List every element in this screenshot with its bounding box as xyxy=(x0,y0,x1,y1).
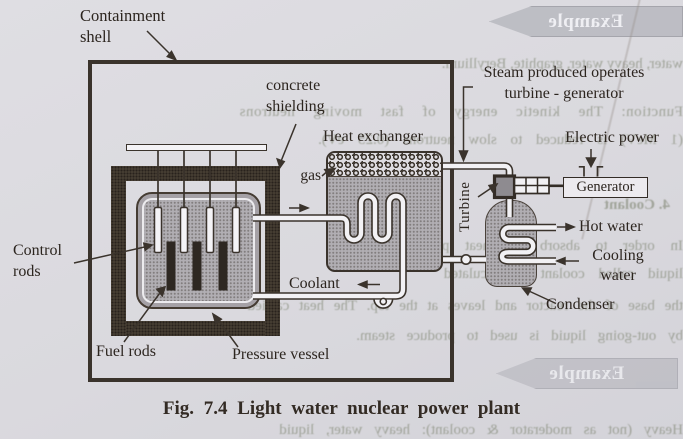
example-badge-ghost: Example xyxy=(496,358,678,389)
pipe-cores xyxy=(253,163,556,299)
control-rods xyxy=(153,206,241,254)
label-turbine: Turbine xyxy=(457,181,473,232)
condensate-pump xyxy=(460,253,472,266)
control-rods-arrow xyxy=(142,242,154,252)
concrete-shield-bottom xyxy=(111,321,280,336)
turbine-arrow xyxy=(487,182,499,194)
turbine-block xyxy=(492,174,563,200)
coolant-flow-arrow xyxy=(357,280,368,289)
control-rod-drive-plate xyxy=(126,144,267,151)
concrete-shield-left xyxy=(111,166,126,336)
heat-exchanger xyxy=(326,151,443,272)
figure-caption: Fig. 7.4 Light water nuclear power plant xyxy=(162,398,521,419)
concrete-shielding-arrow xyxy=(275,157,286,170)
fuel-rods-arrow xyxy=(155,285,167,298)
label-fuel-rods: Fuel rods xyxy=(96,343,156,360)
label-condenser: Condenser xyxy=(546,296,615,313)
steam-bubbles xyxy=(328,153,441,177)
label-pressure-vessel: Pressure vessel xyxy=(232,346,330,363)
containment-shell-outline xyxy=(88,60,454,382)
steam-note-arrow xyxy=(458,150,469,163)
label-heat-exchanger: Heat exchanger xyxy=(323,128,423,145)
fuel-rods xyxy=(166,241,228,291)
concrete-shield-top xyxy=(111,166,280,181)
pipe-flow-arrow xyxy=(299,203,310,213)
containment-shell-arrow xyxy=(166,50,178,62)
label-containment-shell: Containment shell xyxy=(80,6,166,46)
coolant-pump-wheel xyxy=(379,297,388,306)
label-electric-power: Electric power xyxy=(565,129,659,146)
label-steam-note: Steam produced operates turbine - genera… xyxy=(483,64,645,102)
condenser-arrow xyxy=(520,287,533,297)
label-coolant: Coolant xyxy=(289,275,340,292)
gas-arrow xyxy=(323,167,337,178)
example-badge-ghost: Example xyxy=(489,6,683,37)
label-cooling-water: Cooling water xyxy=(592,247,644,284)
label-concrete-shielding: concrete shielding xyxy=(266,77,325,115)
generator-label: Generator xyxy=(576,179,635,195)
generator-box: Generator xyxy=(563,177,648,198)
pressure-vessel-arrow xyxy=(211,312,223,325)
label-hot-water: Hot water xyxy=(579,218,643,235)
label-gas: gas xyxy=(300,167,321,184)
hot-water-arrow xyxy=(565,222,576,232)
electric-power-arrow xyxy=(585,157,597,169)
generator-terminal xyxy=(578,165,604,177)
label-control-rods: Control rods xyxy=(13,242,62,280)
annotation-arrows xyxy=(73,30,597,348)
cooling-water-arrow xyxy=(555,256,566,266)
drive-lines xyxy=(157,150,237,209)
